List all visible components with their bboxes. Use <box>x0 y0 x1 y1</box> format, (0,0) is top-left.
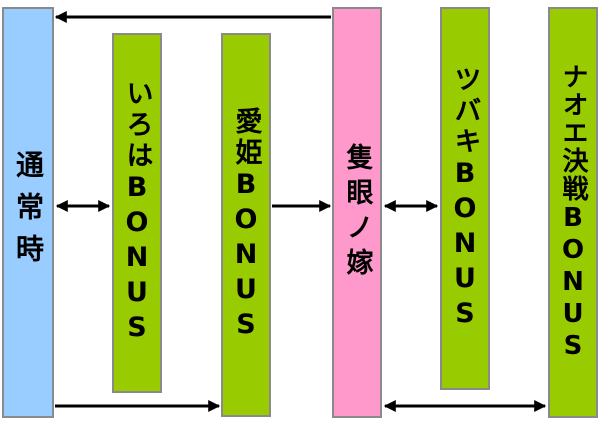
naoe-kessen-bonus-label: ナオエ決戦BONUS <box>558 62 588 363</box>
hayabusa-no-yome-label: 隻眼ノ嫁 <box>341 142 373 283</box>
tsubaki-bonus-label: ツバキBONUS <box>449 64 481 333</box>
aihime-bonus-label: 愛姫BONUS <box>230 106 262 344</box>
iroha-bonus-label: いろはBONUS <box>121 79 153 347</box>
state-normal-box: 通常時 <box>2 7 54 418</box>
hayabusa-no-yome-box: 隻眼ノ嫁 <box>332 7 382 418</box>
iroha-bonus-box: いろはBONUS <box>112 33 162 393</box>
aihime-bonus-box: 愛姫BONUS <box>221 33 271 417</box>
naoe-kessen-bonus-box: ナオエ決戦BONUS <box>548 7 598 418</box>
state-normal-label: 通常時 <box>12 149 45 276</box>
tsubaki-bonus-box: ツバキBONUS <box>440 7 490 390</box>
